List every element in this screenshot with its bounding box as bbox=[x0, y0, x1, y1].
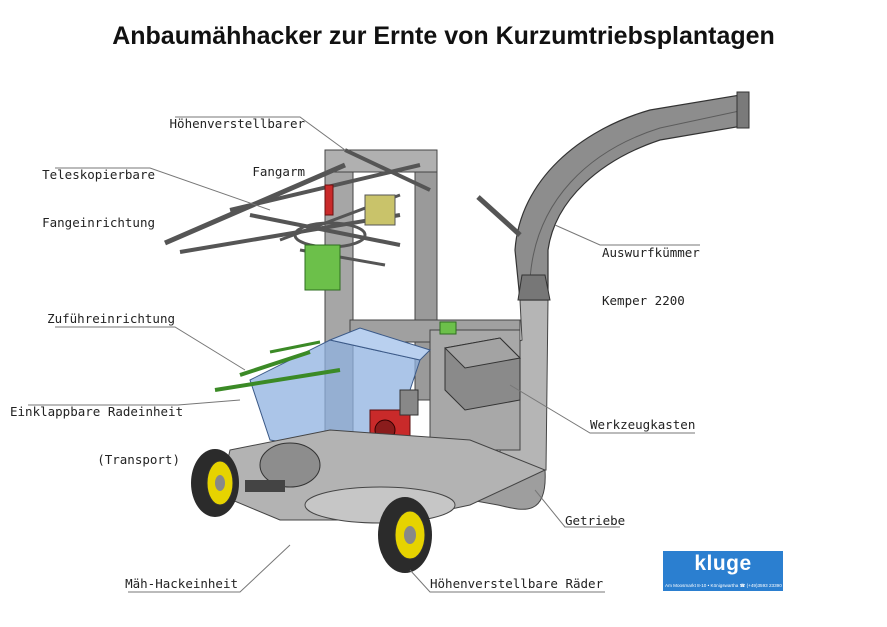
label-auswurf: Auswurfkümmer Kemper 2200 bbox=[602, 213, 700, 325]
label-radeinheit-line2: (Transport) bbox=[97, 452, 180, 467]
label-zufuehr: Zuführeinrichtung bbox=[47, 311, 175, 326]
kluge-logo: kluge Am Moosmarkt 8-10 • Königswartha ☎… bbox=[663, 551, 783, 591]
label-haeckeinheit: Mäh-Hackeinheit bbox=[125, 576, 238, 591]
label-radeinheit-line1: Einklappbare Radeinheit bbox=[10, 404, 184, 419]
label-auswurf-line1: Auswurfkümmer bbox=[602, 245, 700, 260]
green-hydraulic-parts bbox=[304, 184, 457, 335]
label-fangeinrichtung-line1: Teleskopierbare bbox=[42, 167, 155, 182]
label-werkzeugkasten: Werkzeugkasten bbox=[590, 417, 696, 432]
label-fangarm-line1: Höhenverstellbarer bbox=[169, 116, 305, 131]
diagram-title: Anbaumähhacker zur Ernte von Kurzumtrieb… bbox=[112, 22, 775, 50]
label-getriebe: Getriebe bbox=[565, 513, 626, 528]
logo-wordmark: kluge bbox=[694, 552, 752, 575]
label-fangarm-line2: Fangarm bbox=[252, 164, 305, 179]
label-fangeinrichtung-line2: Fangeinrichtung bbox=[42, 215, 155, 230]
front-wheel bbox=[378, 497, 432, 573]
label-radeinheit: Einklappbare Radeinheit (Transport) bbox=[10, 372, 184, 484]
callout-lines bbox=[28, 116, 700, 593]
label-raeder: Höhenverstellbare Räder bbox=[430, 576, 604, 591]
label-fangeinrichtung: Teleskopierbare Fangeinrichtung bbox=[40, 135, 155, 247]
side-wheel bbox=[191, 449, 239, 517]
tool-box bbox=[443, 337, 522, 411]
label-fangarm: Höhenverstellbarer Fangarm bbox=[155, 84, 305, 196]
label-auswurf-line2: Kemper 2200 bbox=[602, 293, 685, 308]
logo-subline: Am Moosmarkt 8-10 • Königswartha ☎ (+49)… bbox=[665, 583, 782, 588]
